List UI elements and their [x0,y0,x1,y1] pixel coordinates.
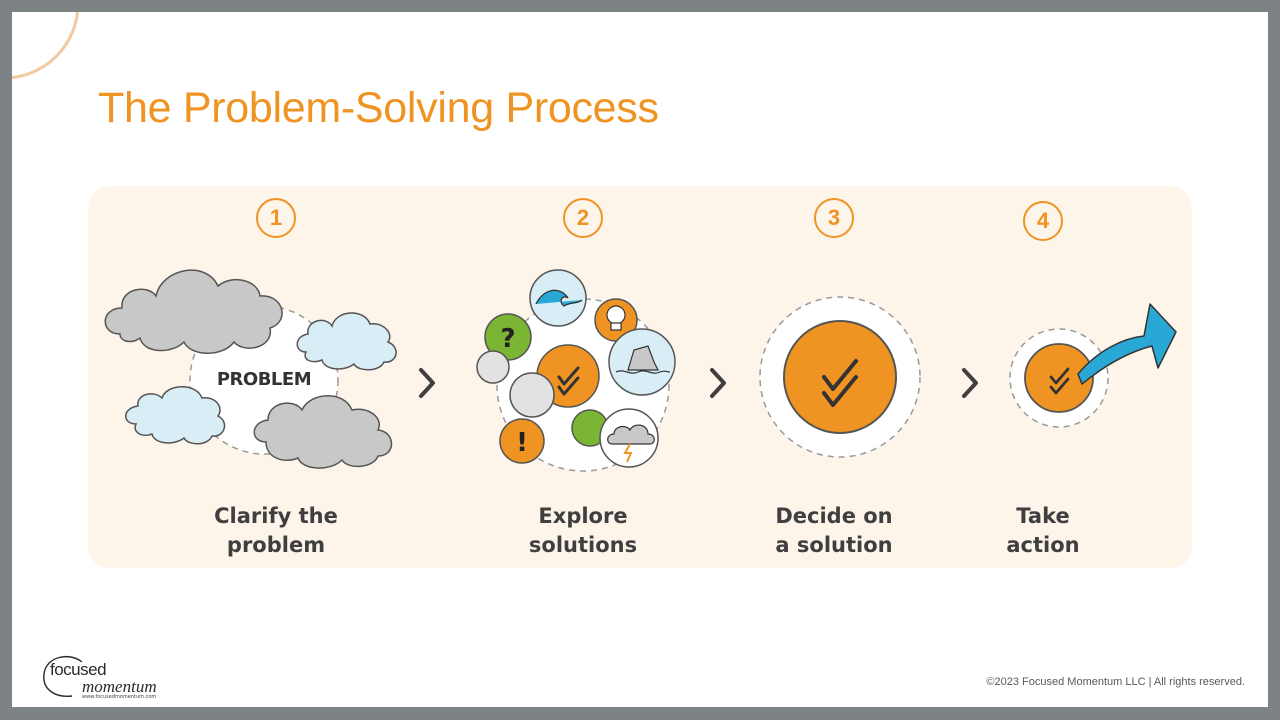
step-label-4: Take action [943,502,1143,560]
step-label-1-line1: Clarify the [214,504,338,528]
logo-word-momentum: momentum [82,677,157,696]
problem-illustration [104,269,397,469]
exclamation-icon [499,418,545,464]
slide: The Problem-Solving Process 1 2 3 4 [12,12,1268,707]
copyright-notice: ©2023 Focused Momentum LLC | All rights … [986,676,1245,688]
question-mark: ? [500,324,515,354]
exclamation-mark: ! [516,428,528,458]
gray-cloud-icon [104,269,283,354]
gray-bubble [509,372,555,418]
step-number-2: 2 [563,198,603,238]
gray-cloud-icon [253,395,393,469]
step-label-1: Clarify the problem [176,502,376,560]
logo-url: www.focusedmomentum.com [82,694,157,700]
problem-label: PROBLEM [216,369,312,390]
step-label-3-line2: a solution [775,533,893,557]
action-arrow-icon [1077,303,1177,385]
focused-momentum-logo: focused momentum www.focusedmomentum.com [42,652,202,702]
step-number-3: 3 [814,198,854,238]
explore-illustration: ? ! [476,269,676,472]
slide-title: The Problem-Solving Process [98,84,659,132]
step-label-2: Explore solutions [483,502,683,560]
chevron-right-icon [962,368,978,398]
logo-ring-icon [43,655,83,697]
step-label-4-line2: action [1006,533,1080,557]
blue-cloud-icon [296,312,397,371]
step-label-2-line2: solutions [528,533,638,557]
step-label-2-line1: Explore [538,504,628,528]
process-illustration: ? ! [104,269,1177,472]
action-illustration [1009,303,1177,428]
check-circle-icon [783,320,897,434]
step-label-3: Decide on a solution [734,502,934,560]
step-number-4: 4 [1023,201,1063,241]
chevron-right-icon [710,368,726,398]
step-label-3-line1: Decide on [775,504,893,528]
step-label-4-line1: Take [1016,504,1070,528]
step-number-1: 1 [256,198,296,238]
step-label-1-line2: problem [226,533,326,557]
chevron-right-icon [419,368,435,398]
small-gray-bubble [476,350,510,384]
blue-cloud-icon [125,386,226,445]
logo-word-focused: focused [50,660,107,679]
decide-illustration [759,296,921,458]
